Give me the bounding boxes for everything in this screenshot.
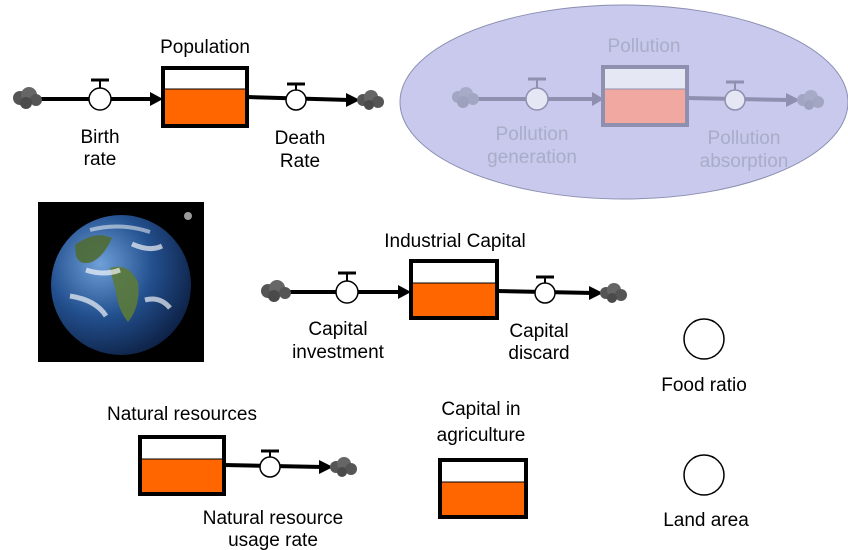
food-ratio-label: Food ratio [661, 375, 747, 396]
natural-resources-sector: Natural resources Natural resource usage… [107, 404, 357, 550]
death-rate-label-line1: Death [275, 128, 326, 149]
pollution-stock [601, 65, 689, 127]
natural-resources-stock [138, 435, 226, 496]
land-area-circle [683, 454, 725, 496]
capital-agriculture-title-line2: agriculture [437, 425, 526, 446]
population-title: Population [160, 37, 250, 58]
population-sector: Population Birth rate Deat [13, 37, 384, 172]
capital-agriculture-sector: Capital in agriculture [437, 399, 528, 519]
capital-agriculture-stock [438, 458, 528, 519]
capital-discard-cloud-icon [600, 283, 627, 303]
pollution-absorption-cloud-icon [797, 90, 824, 110]
natural-resource-usage-label-line1: Natural resource [203, 508, 343, 529]
capital-investment-label-line2: investment [292, 342, 385, 363]
capital-discard-valve-icon [534, 275, 556, 304]
birth-rate-label-line1: Birth [80, 127, 119, 148]
capital-investment-cloud-icon [261, 280, 291, 302]
pollution-absorption-label-line2: absorption [700, 151, 789, 172]
pollution-sector: Pollution Pollution generation Pollution [452, 36, 824, 172]
land-area-label: Land area [663, 510, 749, 531]
pollution-generation-valve-icon [525, 77, 549, 111]
industrial-capital-title: Industrial Capital [384, 231, 526, 252]
natural-resources-title: Natural resources [107, 404, 257, 425]
land-area-auxiliary: Land area [663, 454, 749, 531]
death-rate-cloud-icon [357, 90, 384, 110]
pollution-absorption-valve-icon [724, 80, 746, 111]
pollution-generation-label-line1: Pollution [496, 124, 569, 145]
food-ratio-auxiliary: Food ratio [661, 318, 747, 396]
natural-resource-usage-valve-icon [259, 449, 281, 478]
death-rate-label-line2: Rate [280, 151, 320, 172]
capital-discard-label-line1: Capital [509, 321, 568, 342]
earth-image [38, 202, 204, 362]
population-stock [161, 66, 249, 128]
death-rate-valve-icon [285, 82, 307, 111]
capital-agriculture-title-line1: Capital in [441, 399, 520, 420]
food-ratio-circle [683, 318, 725, 360]
natural-resource-usage-cloud-icon [330, 457, 357, 477]
capital-discard-label-line2: discard [508, 343, 569, 364]
industrial-capital-sector: Industrial Capital Capital investment Ca… [261, 231, 627, 364]
pollution-generation-label-line2: generation [487, 147, 577, 168]
birth-rate-valve-icon [88, 78, 112, 111]
birth-rate-label-line2: rate [84, 149, 117, 170]
capital-investment-valve-icon [335, 271, 359, 304]
natural-resource-usage-label-line2: usage rate [228, 530, 318, 550]
birth-rate-cloud-icon [13, 87, 42, 109]
industrial-capital-stock [409, 259, 499, 320]
pollution-absorption-label-line1: Pollution [708, 128, 781, 149]
pollution-generation-cloud-icon [452, 87, 479, 108]
pollution-title: Pollution [608, 36, 681, 57]
capital-investment-label-line1: Capital [308, 319, 367, 340]
